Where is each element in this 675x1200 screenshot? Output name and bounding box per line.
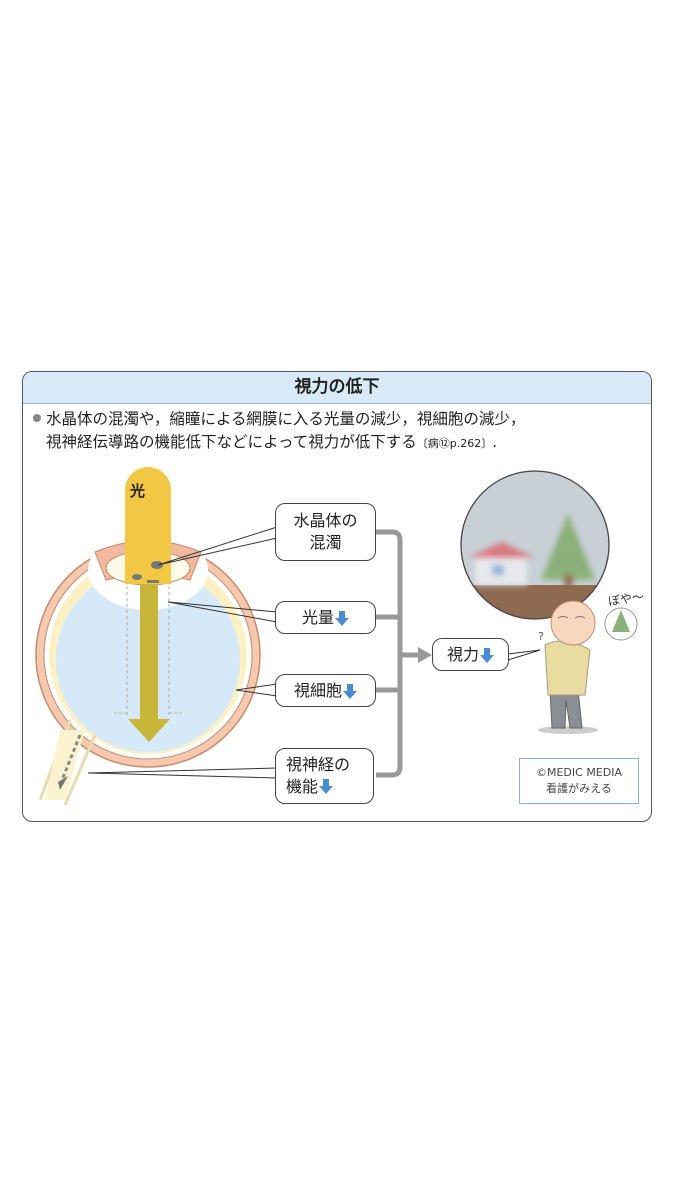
vision-text: 視力 <box>446 644 479 664</box>
lens-label-line2: 混濁 <box>309 533 342 552</box>
reference-link: 〔病⑫p.262〕 <box>416 437 493 450</box>
down-arrow-icon <box>343 683 357 699</box>
description-line-1: 水晶体の混濁や，縮瞳による網膜に入る光量の減少，視細胞の減少， <box>46 410 526 428</box>
nerve-label-line2: 機能 <box>286 777 319 796</box>
bullet-icon <box>33 414 41 422</box>
label-photoreceptor: 視細胞 <box>275 674 376 707</box>
label-lens-opacity: 水晶体の 混濁 <box>275 503 376 561</box>
description: 水晶体の混濁や，縮瞳による網膜に入る光量の減少，視細胞の減少， 視神経伝導路の機… <box>33 408 525 455</box>
light-amount-text: 光量 <box>301 607 334 627</box>
lens-label-line1: 水晶体の <box>293 511 358 530</box>
down-arrow-icon <box>335 610 349 626</box>
photoreceptor-text: 視細胞 <box>293 680 342 700</box>
nerve-label-line1: 視神経の <box>286 755 351 774</box>
description-line-2: 視神経伝導路の機能低下などによって視力が低下する <box>46 433 417 451</box>
card-title: 視力の低下 <box>23 372 651 404</box>
credit-line2: 看護がみえる <box>546 782 612 795</box>
label-optic-nerve: 視神経の 機能 <box>275 748 374 804</box>
down-arrow-icon <box>480 647 494 663</box>
light-label: 光 <box>130 482 146 500</box>
down-arrow-icon <box>319 779 334 794</box>
label-light-amount: 光量 <box>275 601 376 634</box>
copyright-credit: ©MEDIC MEDIA 看護がみえる <box>519 758 639 804</box>
description-end: . <box>492 433 498 451</box>
label-vision: 視力 <box>432 638 509 671</box>
credit-line1: ©MEDIC MEDIA <box>535 766 622 779</box>
